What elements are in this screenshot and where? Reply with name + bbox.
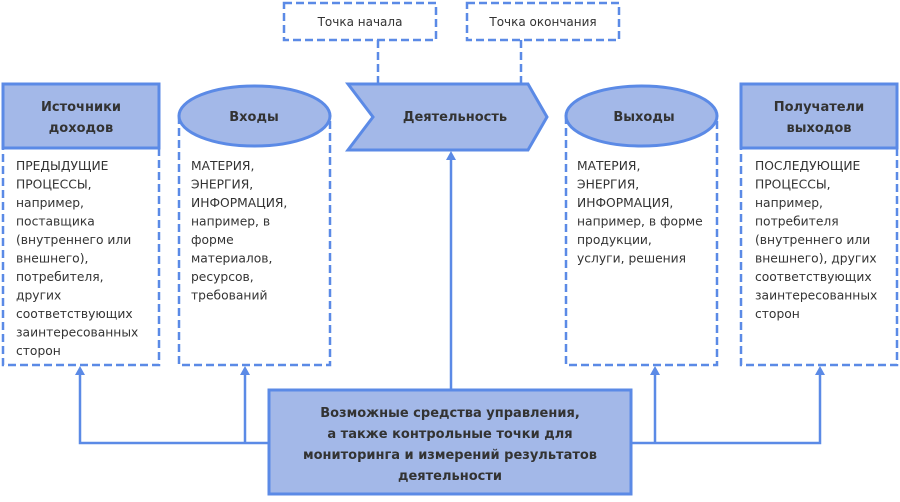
text-line: продукции, — [577, 233, 652, 247]
text-line: ИНФОРМАЦИЯ, — [191, 196, 287, 210]
activity-chevron: Деятельность — [344, 82, 549, 152]
arrow-up-icon — [240, 366, 250, 375]
outputs-header — [564, 84, 719, 148]
controls-frame — [267, 388, 633, 496]
inputs-title: Входы — [229, 110, 278, 125]
receivers-title-2: выходов — [787, 121, 852, 136]
sources-box: Источники доходов ПРЕДЫДУЩИЕ ПРОЦЕССЫ, нап… — [1, 82, 161, 367]
text-line: сторон — [16, 344, 61, 358]
inputs-text: МАТЕРИЯ, ЭНЕРГИЯ, ИНФОРМАЦИЯ, например, в фо… — [191, 159, 287, 303]
text-line: услуги, решения — [577, 252, 686, 266]
text-line: ЭНЕРГИЯ, — [577, 178, 639, 192]
controls-line-2: а также контрольные точки для — [327, 427, 572, 442]
text-line: ПОСЛЕДУЮЩИЕ — [755, 159, 860, 173]
start-point-box: Точка начала — [282, 1, 438, 42]
text-line: ПРОЦЕССЫ, — [16, 178, 92, 192]
controls-box: Возможные средства управления, а также к… — [267, 388, 633, 496]
sources-header — [1, 82, 161, 150]
text-line: заинтересованных — [16, 326, 138, 340]
text-line: (внутреннего или — [755, 233, 870, 247]
text-line: ЭНЕРГИЯ, — [191, 178, 253, 192]
text-line: ПРЕДЫДУЩИЕ — [16, 159, 108, 173]
text-line: поставщика — [16, 215, 95, 229]
outputs-box: Выходы МАТЕРИЯ, ЭНЕРГИЯ, ИНФОРМАЦИЯ, наприм… — [564, 84, 719, 367]
arrow-up-icon — [75, 366, 85, 375]
text-line: соответствующих — [755, 270, 872, 284]
receivers-box: Получатели выходов ПОСЛЕДУЮЩИЕ ПРОЦЕССЫ, н… — [739, 82, 899, 367]
text-line: сторон — [755, 307, 800, 321]
end-point-frame — [465, 1, 621, 42]
text-line: например, — [755, 196, 823, 210]
text-line: (внутреннего или — [16, 233, 131, 247]
sources-title-2: доходов — [49, 121, 113, 136]
controls-line-4: деятельности — [398, 469, 502, 484]
sources-text: ПРЕДЫДУЩИЕ ПРОЦЕССЫ, например, поставщика (в… — [16, 159, 138, 358]
text-line: ресурсов, — [191, 270, 254, 284]
receivers-text: ПОСЛЕДУЮЩИЕ ПРОЦЕССЫ, например, потребителя… — [755, 159, 877, 321]
text-line: например, в форме — [577, 215, 703, 229]
start-point-label: Точка начала — [317, 15, 403, 29]
inputs-box: Входы МАТЕРИЯ, ЭНЕРГИЯ, ИНФОРМАЦИЯ, наприме… — [177, 84, 332, 367]
connectors — [75, 40, 825, 445]
text-line: например, — [16, 196, 84, 210]
end-point-box: Точка окончания — [465, 1, 621, 42]
sources-body — [1, 146, 161, 367]
inputs-header — [177, 84, 332, 148]
controls-to-right-lines — [631, 374, 822, 445]
arrow-up-icon — [650, 366, 660, 375]
text-line: ПРОЦЕССЫ, — [755, 178, 831, 192]
text-line: МАТЕРИЯ, — [577, 159, 640, 173]
text-line: потребителя — [755, 215, 839, 229]
outputs-title: Выходы — [613, 110, 674, 125]
text-line: заинтересованных — [755, 289, 877, 303]
text-line: форме — [191, 233, 234, 247]
arrow-up-icon — [446, 151, 456, 160]
sources-title-1: Источники — [41, 100, 121, 115]
inputs-body — [177, 114, 332, 367]
text-line: потребителя, — [16, 270, 104, 284]
text-line: внешнего), других — [755, 252, 877, 266]
text-line: соответствующих — [16, 307, 133, 321]
end-point-label: Точка окончания — [488, 15, 596, 29]
controls-to-left-lines — [78, 374, 269, 445]
arrow-up-icon — [815, 366, 825, 375]
receivers-title-1: Получатели — [774, 100, 865, 115]
text-line: требований — [191, 289, 267, 303]
receivers-body — [739, 146, 899, 367]
activity-title: Деятельность — [403, 110, 507, 125]
outputs-text: МАТЕРИЯ, ЭНЕРГИЯ, ИНФОРМАЦИЯ, например, в ф… — [577, 159, 703, 266]
text-line: например, в — [191, 215, 270, 229]
controls-line-1: Возможные средства управления, — [320, 406, 580, 421]
controls-line-3: мониторинга и измерений результатов — [303, 448, 597, 463]
text-line: МАТЕРИЯ, — [191, 159, 254, 173]
outputs-body — [564, 114, 719, 367]
text-line: других — [16, 289, 61, 303]
text-line: материалов, — [191, 252, 272, 266]
text-line: ИНФОРМАЦИЯ, — [577, 196, 673, 210]
activity-shape — [344, 82, 549, 152]
start-point-frame — [282, 1, 438, 42]
receivers-header — [739, 82, 899, 150]
text-line: внешнего), — [16, 252, 88, 266]
